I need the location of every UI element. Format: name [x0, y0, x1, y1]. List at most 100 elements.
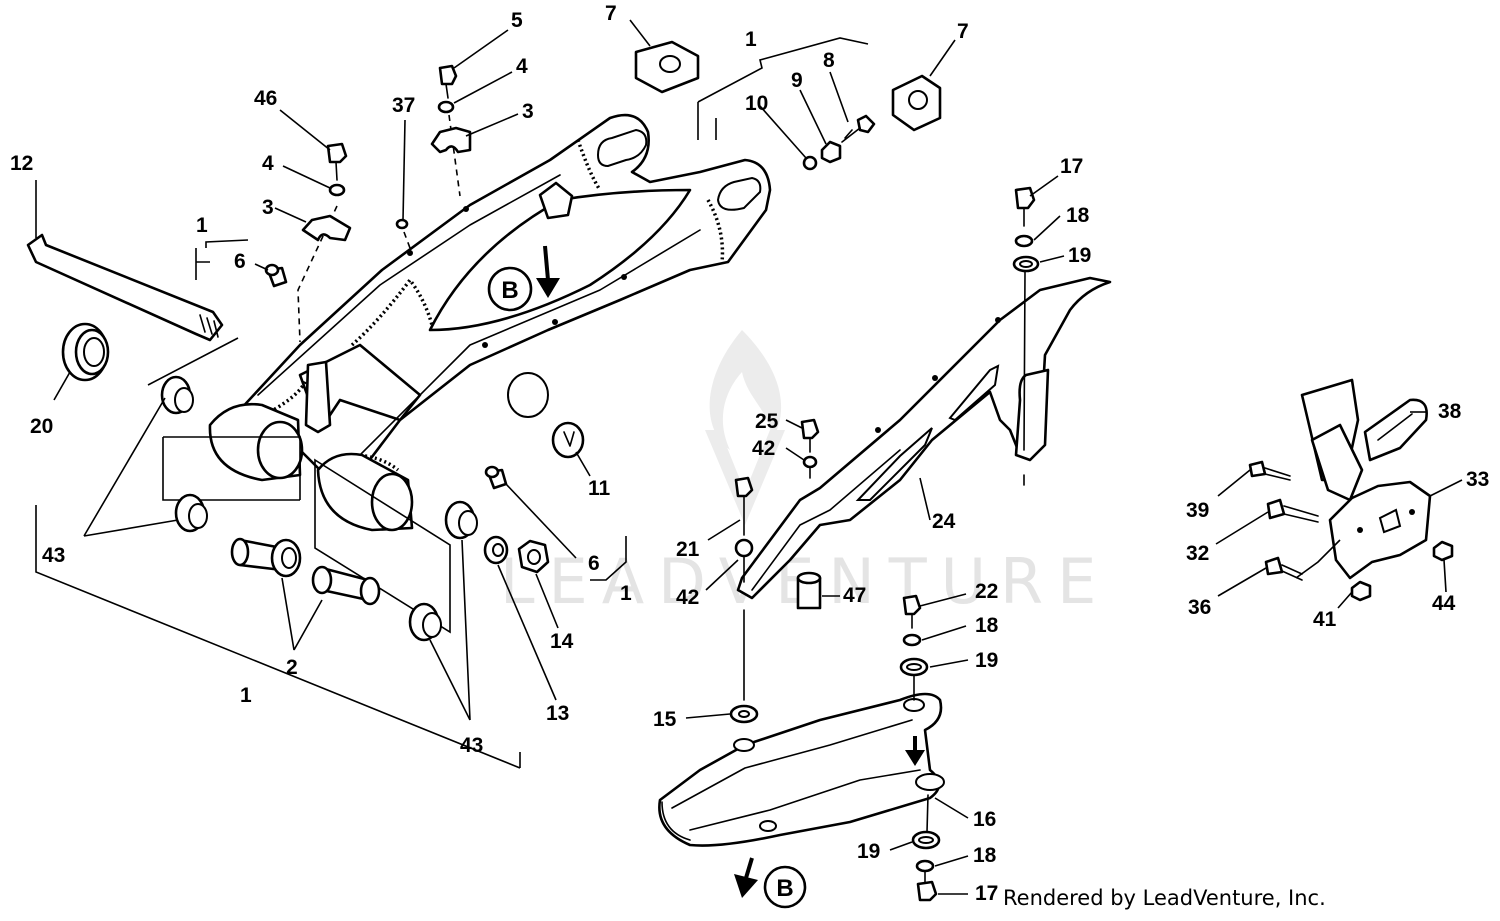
callout-1: 1 [240, 684, 252, 707]
slider-hole [733, 738, 755, 752]
callout-6: 6 [588, 552, 600, 575]
chain-guide-33 [1328, 480, 1432, 580]
adjuster-bolt [841, 114, 876, 143]
washer [734, 538, 754, 558]
chain-guard-rib [751, 449, 901, 591]
bolt [1248, 460, 1291, 481]
chain-slider-assembly [658, 594, 945, 902]
grommet [1012, 255, 1040, 273]
nut [1350, 580, 1372, 602]
view-marker-b-top: B [487, 266, 533, 312]
pivot-collar [230, 537, 302, 578]
bolt [902, 594, 922, 629]
callout-14: 14 [550, 630, 574, 653]
weld-bead [706, 199, 725, 263]
washer [1014, 234, 1034, 248]
flame-logo-watermark [705, 330, 785, 525]
shock-mount-boss [304, 360, 332, 434]
callout-4: 4 [516, 55, 528, 78]
direction-arrows [536, 245, 925, 898]
dust-seal [61, 322, 110, 382]
chain-adjuster-block [891, 74, 942, 132]
callout-18: 18 [975, 614, 999, 637]
callout-41: 41 [1313, 608, 1337, 631]
axle-slot-left [596, 128, 648, 168]
washer [729, 704, 759, 724]
washer [328, 183, 346, 197]
fastener-axis [926, 794, 929, 833]
callout-17: 17 [975, 882, 998, 905]
callout-25: 25 [755, 410, 779, 433]
callout-19: 19 [857, 840, 880, 863]
grommet [899, 657, 929, 677]
bolt [1266, 498, 1319, 523]
callout-37: 37 [392, 94, 415, 117]
spacer [796, 571, 822, 610]
mount-hole [932, 375, 938, 381]
callout-5: 5 [511, 9, 523, 32]
callout-3: 3 [262, 196, 274, 219]
callout-43: 43 [42, 544, 65, 567]
chain-slider-rail [689, 769, 921, 831]
chain-guard-window [948, 364, 1000, 422]
pivot-collar [311, 565, 381, 606]
callout-10: 10 [745, 92, 768, 115]
grommet [911, 830, 941, 850]
plug [264, 263, 288, 288]
mount-hole [995, 317, 1001, 323]
bolt [1264, 556, 1303, 581]
plug [484, 465, 508, 490]
pivot-bolt [26, 233, 224, 342]
slider-end-curl [661, 801, 691, 841]
pivot-nut [517, 539, 550, 574]
chain-guide-upper [1310, 423, 1364, 502]
callout-16: 16 [973, 808, 996, 831]
bolt [916, 871, 938, 902]
chain-guard-window [855, 427, 933, 501]
chain-guide-window [1378, 508, 1402, 534]
chain-adjuster-block [634, 40, 700, 94]
fastener-axis [403, 231, 411, 249]
mount-hole [1357, 527, 1363, 533]
pivot-tube-right-bore [370, 472, 414, 532]
callout-44: 44 [1432, 592, 1456, 615]
callout-1: 1 [196, 214, 208, 237]
bolt [800, 418, 820, 453]
callout-20: 20 [30, 415, 53, 438]
mount-hole [621, 274, 627, 280]
callout-11: 11 [588, 477, 611, 500]
mount-hole [407, 250, 413, 256]
slider-hole [759, 820, 777, 832]
adjuster-nut [820, 140, 842, 164]
swingarm-side-window [507, 372, 549, 418]
callout-24: 24 [932, 510, 956, 533]
end-cap [551, 421, 585, 459]
callout-19: 19 [1068, 244, 1091, 267]
swingarm-left-arm-line [257, 174, 561, 396]
callout-17: 17 [1060, 155, 1083, 178]
bolt [438, 64, 458, 99]
arrow-shaft [543, 245, 550, 281]
callout-9: 9 [791, 69, 803, 92]
chain-guide-38 [1363, 398, 1428, 462]
callout-32: 32 [1186, 542, 1209, 565]
weld-bead [576, 139, 602, 191]
callout-42: 42 [676, 586, 699, 609]
bolt [1014, 186, 1036, 227]
leader-lines [35, 19, 1463, 895]
pivot-tube-left-bore [256, 420, 304, 480]
callout-39: 39 [1186, 499, 1209, 522]
washer [902, 633, 922, 647]
callout-8: 8 [823, 49, 835, 72]
axle-slot-right [716, 176, 762, 211]
washer [437, 100, 455, 114]
callout-33: 33 [1466, 468, 1489, 491]
needle-bearing [174, 493, 208, 533]
mount-hole [463, 206, 469, 212]
fastener-axis [1023, 271, 1026, 486]
rivet [395, 218, 409, 230]
bracket-box-right [314, 458, 451, 634]
callout-12: 12 [10, 152, 33, 175]
slider-hole [915, 773, 945, 791]
arrow-shaft [744, 857, 754, 879]
